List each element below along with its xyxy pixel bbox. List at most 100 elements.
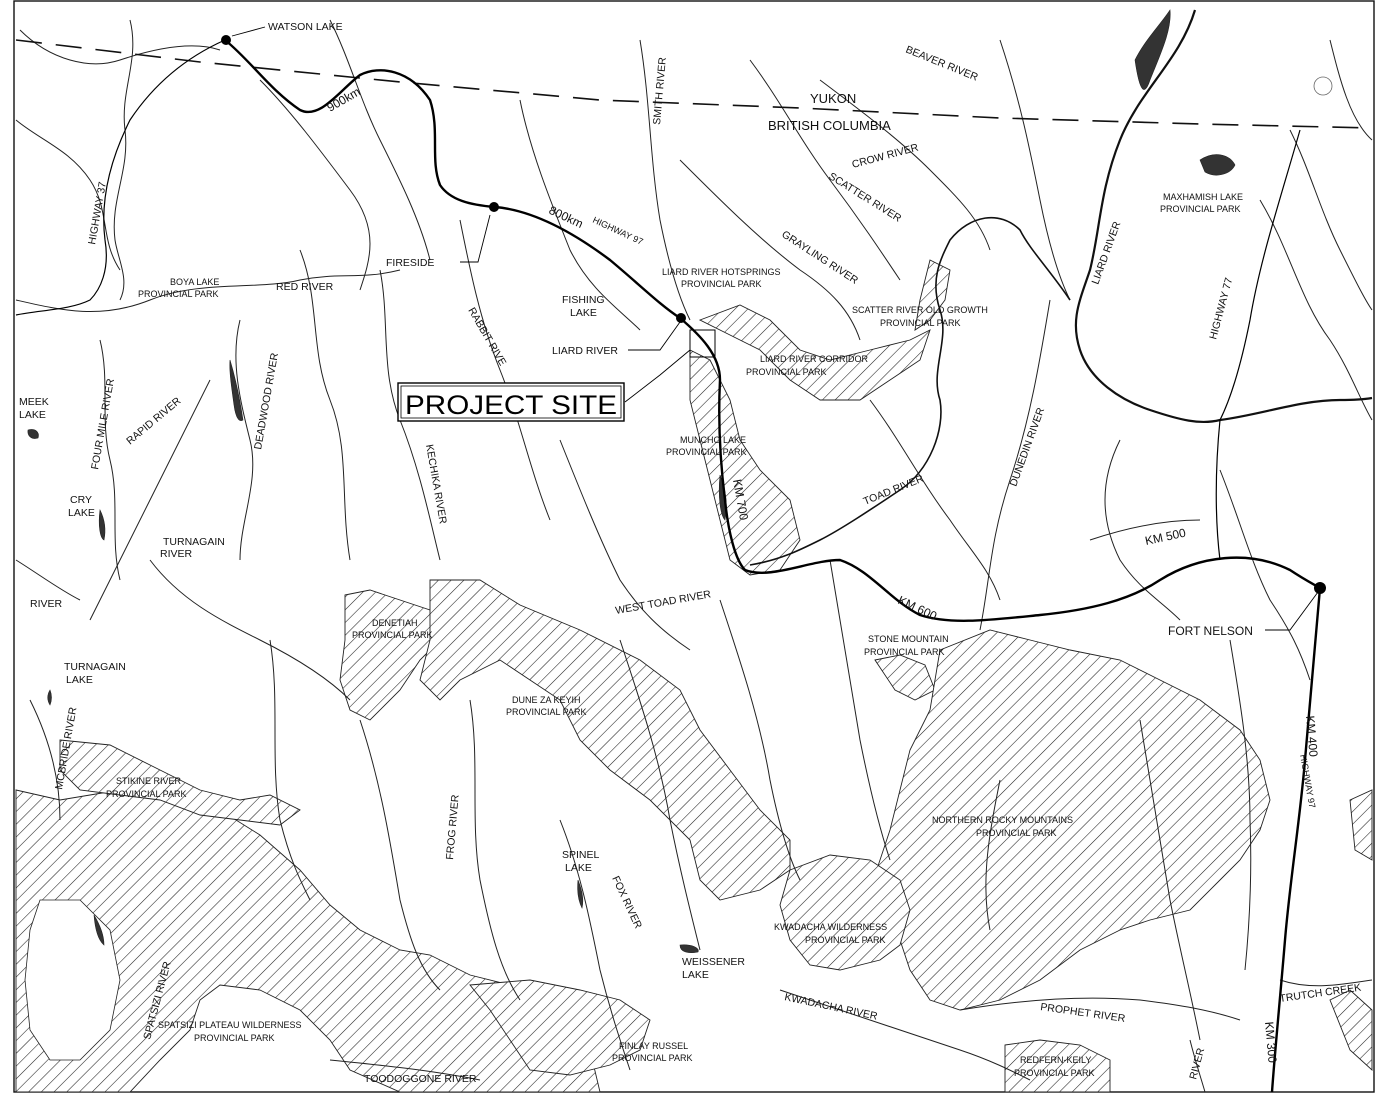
- label-park-liard-hotsprings: LIARD RIVER HOTSPRINGS: [662, 267, 781, 277]
- highway-37: [15, 39, 226, 316]
- label-yukon: YUKON: [810, 91, 856, 106]
- label-park-scatter-old-growth: SCATTER RIVER OLD GROWTH: [852, 305, 988, 315]
- label-rabbit-river: RABBIT RIVE: [465, 306, 508, 368]
- label-red-river: RED RIVER: [276, 281, 334, 293]
- label-kwadacha-river: KWADACHA RIVER: [783, 991, 879, 1023]
- svg-text:PROVINCIAL PARK: PROVINCIAL PARK: [864, 647, 945, 657]
- river-network: [15, 19, 1373, 1093]
- label-turnagain-river-2: RIVER: [160, 548, 193, 560]
- svg-text:PROVINCIAL PARK: PROVINCIAL PARK: [666, 447, 747, 457]
- park-area-stone-mountain: [874, 654, 936, 701]
- lakes: [27, 9, 1236, 954]
- label-park-boya: BOYA LAKE: [170, 277, 219, 287]
- label-prophet-river: PROPHET RIVER: [1040, 1001, 1127, 1025]
- label-highway-37: HIGHWAY 37: [86, 181, 109, 246]
- svg-text:PROVINCIAL PARK: PROVINCIAL PARK: [106, 789, 187, 799]
- park-area-edge: [1349, 789, 1373, 861]
- label-park-redfern-keily: REDFERN-KEILY: [1020, 1055, 1091, 1065]
- label-km500: KM 500: [1144, 526, 1188, 548]
- label-crow-river: CROW RIVER: [851, 142, 920, 171]
- park-labels: MAXHAMISH LAKE PROVINCIAL PARK BOYA LAKE…: [106, 192, 1243, 1078]
- highway-77: [1215, 419, 1221, 561]
- label-toad-river: TOAD RIVER: [862, 473, 926, 508]
- town-watson-lake[interactable]: [221, 35, 231, 45]
- town-fort-nelson[interactable]: [1314, 582, 1326, 594]
- label-grayling-river: GRAYLING RIVER: [779, 228, 860, 286]
- label-rapid-river: RAPID RIVER: [124, 395, 183, 448]
- park-area-redfern: [1004, 1039, 1111, 1093]
- town-liard-river[interactable]: [676, 313, 686, 323]
- label-beaver-river: BEAVER RIVER: [904, 44, 980, 84]
- label-park-dune-za-keyih: DUNE ZA KEYIH: [512, 695, 581, 705]
- svg-text:PROVINCIAL PARK: PROVINCIAL PARK: [612, 1053, 693, 1063]
- label-park-muncho: MUNCHO LAKE: [680, 435, 746, 445]
- label-fox-river: FOX RIVER: [609, 874, 644, 931]
- highway-77-north: [1219, 129, 1301, 421]
- label-park-stikine: STIKINE RIVER: [116, 776, 182, 786]
- project-site-marker[interactable]: [689, 329, 716, 358]
- label-park-denetiah: DENETIAH: [372, 618, 418, 628]
- label-kechika-river: KECHIKA RIVER: [423, 443, 449, 525]
- label-frog-river: FROG RIVER: [444, 794, 462, 861]
- label-fireside: FIRESIDE: [386, 257, 434, 269]
- label-deadwood-river: DEADWOOD RIVER: [252, 352, 281, 451]
- label-park-finlay-russel: FINLAY RUSSEL: [619, 1041, 688, 1051]
- label-liard-river-town: LIARD RIVER: [552, 345, 618, 357]
- svg-text:PROVINCIAL PARK: PROVINCIAL PARK: [805, 935, 886, 945]
- label-park-liard-corridor: LIARD RIVER CORRIDOR: [760, 354, 869, 364]
- svg-text:PROVINCIAL PARK: PROVINCIAL PARK: [1014, 1068, 1095, 1078]
- svg-text:PROVINCIAL PARK: PROVINCIAL PARK: [681, 279, 762, 289]
- label-spinel-lake: SPINEL: [562, 849, 600, 861]
- label-weissener-lake: WEISSENER: [682, 956, 745, 968]
- label-park-stone-mountain: STONE MOUNTAIN: [868, 634, 949, 644]
- label-park-maxhamish: MAXHAMISH LAKE: [1163, 192, 1243, 202]
- park-areas: [15, 259, 1373, 1093]
- north-stamp-icon: [1313, 76, 1333, 96]
- park-area-finlay: [469, 979, 651, 1076]
- svg-text:PROVINCIAL PARK: PROVINCIAL PARK: [352, 630, 433, 640]
- highway-97-alaska: [224, 39, 1321, 622]
- label-watson-lake: WATSON LAKE: [268, 21, 343, 33]
- park-area-kwadacha: [779, 854, 911, 971]
- svg-text:LAKE: LAKE: [565, 862, 592, 874]
- park-area-northern-rocky: [869, 629, 1271, 1011]
- svg-text:PROVINCIAL PARK: PROVINCIAL PARK: [976, 828, 1057, 838]
- label-scatter-river: SCATTER RIVER: [826, 170, 903, 225]
- park-area-denetiah: [339, 589, 451, 721]
- svg-text:PROVINCIAL PARK: PROVINCIAL PARK: [138, 289, 219, 299]
- label-highway-97-north: HIGHWAY 97: [591, 215, 644, 247]
- park-area-stikine: [59, 739, 301, 826]
- svg-text:PROVINCIAL PARK: PROVINCIAL PARK: [506, 707, 587, 717]
- svg-text:LAKE: LAKE: [68, 507, 95, 519]
- label-highway-77: HIGHWAY 77: [1207, 276, 1235, 341]
- label-river-south: RIVER: [1187, 1046, 1207, 1081]
- label-fishing-lake: FISHING: [562, 294, 605, 306]
- label-km400: KM 400: [1303, 715, 1321, 758]
- svg-text:LAKE: LAKE: [19, 409, 46, 421]
- label-park-spatsizi: SPATSIZI PLATEAU WILDERNESS: [158, 1020, 302, 1030]
- liard-river-main: [1074, 9, 1373, 424]
- town-fireside[interactable]: [489, 202, 499, 212]
- svg-text:PROVINCIAL PARK: PROVINCIAL PARK: [1160, 204, 1241, 214]
- svg-text:LAKE: LAKE: [66, 674, 93, 686]
- liard-river-east: [749, 216, 1071, 566]
- svg-text:LAKE: LAKE: [570, 307, 597, 319]
- project-site-label-box[interactable]: [397, 382, 625, 422]
- highway-97-south: [1270, 587, 1322, 1093]
- svg-text:PROVINCIAL PARK: PROVINCIAL PARK: [880, 318, 961, 328]
- project-site-label: PROJECT SITE: [405, 390, 617, 420]
- label-british-columbia: BRITISH COLUMBIA: [768, 118, 891, 133]
- leader-lines: [231, 26, 1319, 631]
- label-turnagain-lake: TURNAGAIN: [64, 661, 126, 673]
- label-park-northern-rocky: NORTHERN ROCKY MOUNTAINS: [932, 815, 1073, 825]
- park-area-liard-corridor: [698, 304, 931, 401]
- label-cry-lake: CRY: [70, 494, 92, 506]
- label-km600: KM 600: [896, 593, 940, 623]
- label-fort-nelson: FORT NELSON: [1168, 624, 1253, 638]
- label-toodoggone-river: TOODOGGONE RIVER: [364, 1073, 477, 1085]
- label-km300: KM 300: [1262, 1021, 1280, 1064]
- yukon-bc-border: [15, 39, 1373, 129]
- svg-text:PROVINCIAL PARK: PROVINCIAL PARK: [194, 1033, 275, 1043]
- label-park-kwadacha: KWADACHA WILDERNESS: [774, 922, 887, 932]
